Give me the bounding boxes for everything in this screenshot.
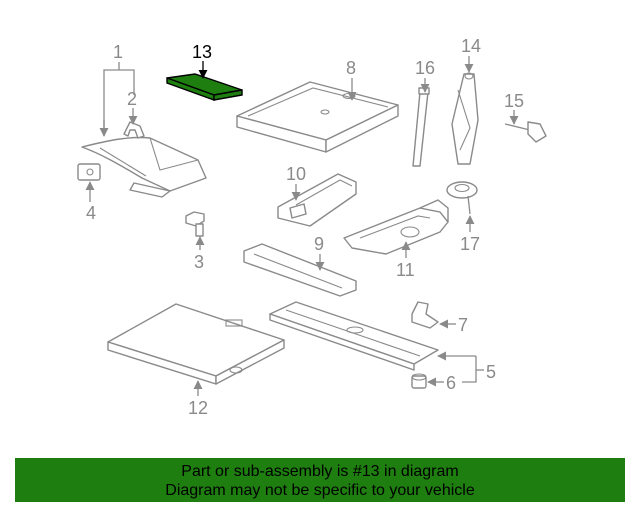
callout-16[interactable]: 16	[415, 58, 435, 78]
part-15-wrench[interactable]	[504, 121, 547, 143]
part-11-tool-tray[interactable]	[343, 199, 449, 255]
part-1-side-trim[interactable]	[81, 136, 207, 198]
banner-line-2: Diagram may not be specific to your vehi…	[165, 482, 475, 499]
callout-3[interactable]: 3	[194, 252, 204, 272]
part-12-floor-panel[interactable]	[107, 303, 285, 385]
callout-13[interactable]: 13	[192, 42, 212, 62]
callout-14[interactable]: 14	[461, 36, 481, 56]
part-4-retainer[interactable]	[77, 163, 101, 181]
part-8-load-floor[interactable]	[236, 81, 399, 153]
part-info-banner: Part or sub-assembly is #13 in diagram D…	[15, 458, 625, 502]
callout-8[interactable]: 8	[346, 58, 356, 78]
part-16-jack-handle[interactable]	[412, 87, 430, 167]
parts-diagram: 13 8 1 2 4 3 10	[77, 36, 547, 418]
callout-9[interactable]: 9	[314, 234, 324, 254]
callout-5[interactable]: 5	[486, 362, 496, 382]
callout-15[interactable]: 15	[504, 91, 524, 111]
part-9-rail[interactable]	[243, 243, 357, 297]
part-14-jack[interactable]	[451, 72, 479, 165]
leader-5	[462, 356, 477, 383]
callout-6[interactable]: 6	[446, 373, 456, 393]
part-6-fastener[interactable]	[411, 373, 427, 389]
callout-12[interactable]: 12	[188, 398, 208, 418]
part-7-clip[interactable]	[411, 301, 439, 329]
part-2-clip[interactable]	[123, 121, 145, 139]
banner-line-1: Part or sub-assembly is #13 in diagram	[181, 463, 459, 480]
callout-2[interactable]: 2	[127, 89, 137, 109]
part-13-floor-panel[interactable]	[166, 73, 243, 101]
part-10-bracket[interactable]	[277, 173, 357, 227]
callout-7[interactable]: 7	[458, 315, 468, 335]
callout-10[interactable]: 10	[286, 164, 306, 184]
part-5-sill-plate[interactable]	[269, 301, 439, 371]
part-3-bolt[interactable]	[185, 211, 205, 237]
callout-11[interactable]: 11	[396, 260, 415, 280]
callout-17[interactable]: 17	[460, 234, 480, 254]
part-17-hold-down[interactable]	[446, 181, 478, 215]
callout-1[interactable]: 1	[113, 42, 123, 62]
callout-4[interactable]: 4	[86, 203, 96, 223]
